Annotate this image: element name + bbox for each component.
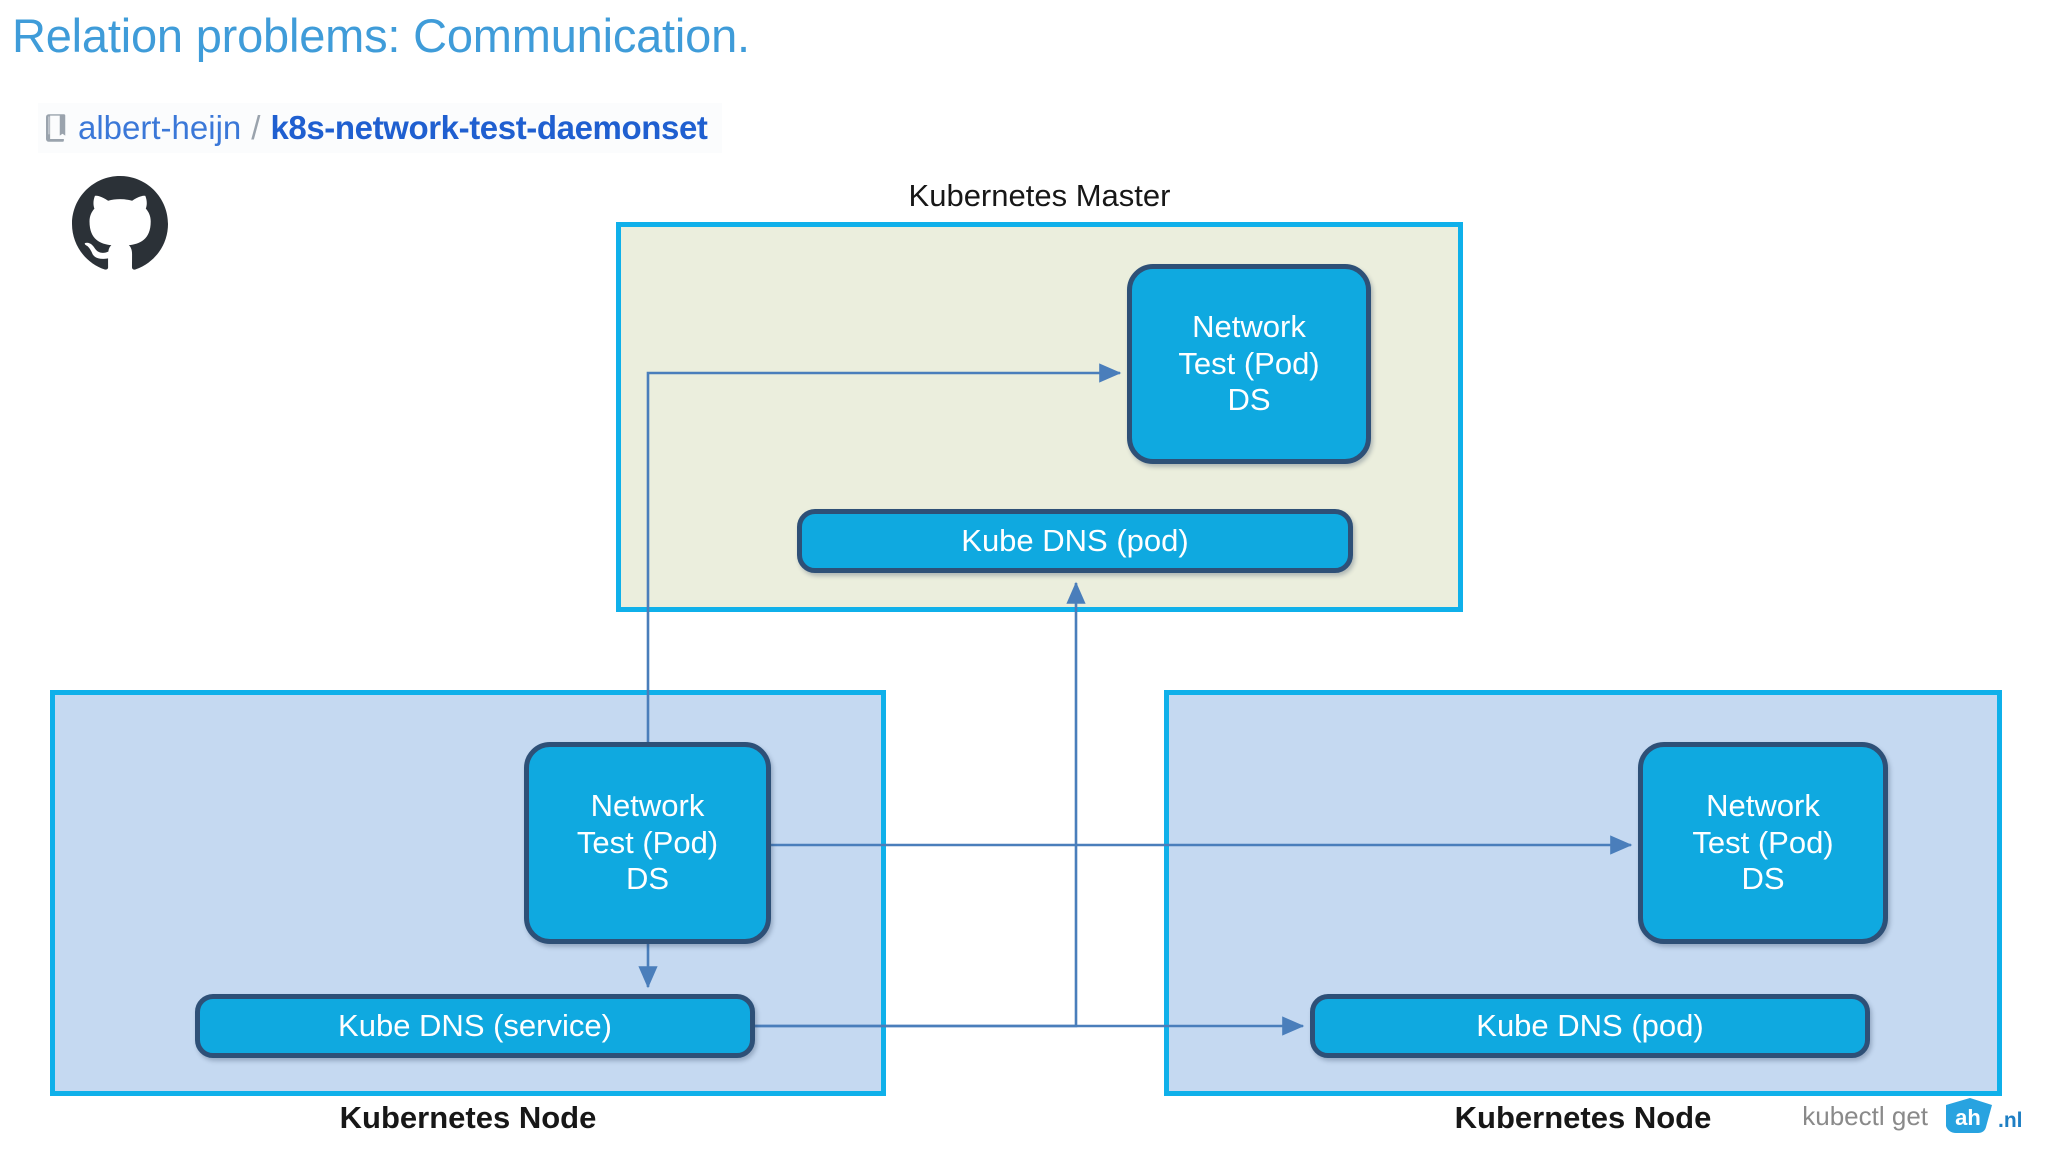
box-label: Network Test (Pod) DS [1178,309,1320,418]
zone-label-node-left: Kubernetes Node [339,1100,597,1135]
repo-name-link[interactable]: k8s-network-test-daemonset [270,109,708,146]
watermark-text: kubectl get [1802,1100,1928,1131]
box-network-test-pod-node-left[interactable]: Network Test (Pod) DS [524,742,771,944]
box-network-test-pod-master[interactable]: Network Test (Pod) DS [1127,264,1371,464]
box-label: Kube DNS (pod) [961,522,1189,558]
repository-book-icon [46,114,68,142]
repo-separator: / [251,109,261,146]
watermark: kubectl get ah .nl [1802,1096,2032,1136]
box-network-test-pod-node-right[interactable]: Network Test (Pod) DS [1638,742,1888,944]
svg-text:.nl: .nl [1998,1109,2023,1132]
svg-text:ah: ah [1955,1105,1981,1130]
box-label: Network Test (Pod) DS [1692,788,1834,897]
box-label: Network Test (Pod) DS [576,788,719,897]
box-kube-dns-pod-master[interactable]: Kube DNS (pod) [797,509,1353,573]
box-label: Kube DNS (service) [338,1007,612,1043]
repository-breadcrumb: albert-heijn / k8s-network-test-daemonse… [38,103,722,153]
zone-label-master: Kubernetes Master [908,178,1171,213]
box-kube-dns-service-node-left[interactable]: Kube DNS (service) [195,994,755,1058]
github-octocat-logo [72,176,168,272]
zone-label-node-right: Kubernetes Node [1454,1100,1712,1135]
repo-owner-link[interactable]: albert-heijn [78,109,242,146]
ah-nl-logo: ah .nl [1946,1098,2023,1133]
box-label: Kube DNS (pod) [1476,1007,1704,1043]
box-kube-dns-pod-node-right[interactable]: Kube DNS (pod) [1310,994,1870,1058]
page-title: Relation problems: Communication. [12,9,750,62]
